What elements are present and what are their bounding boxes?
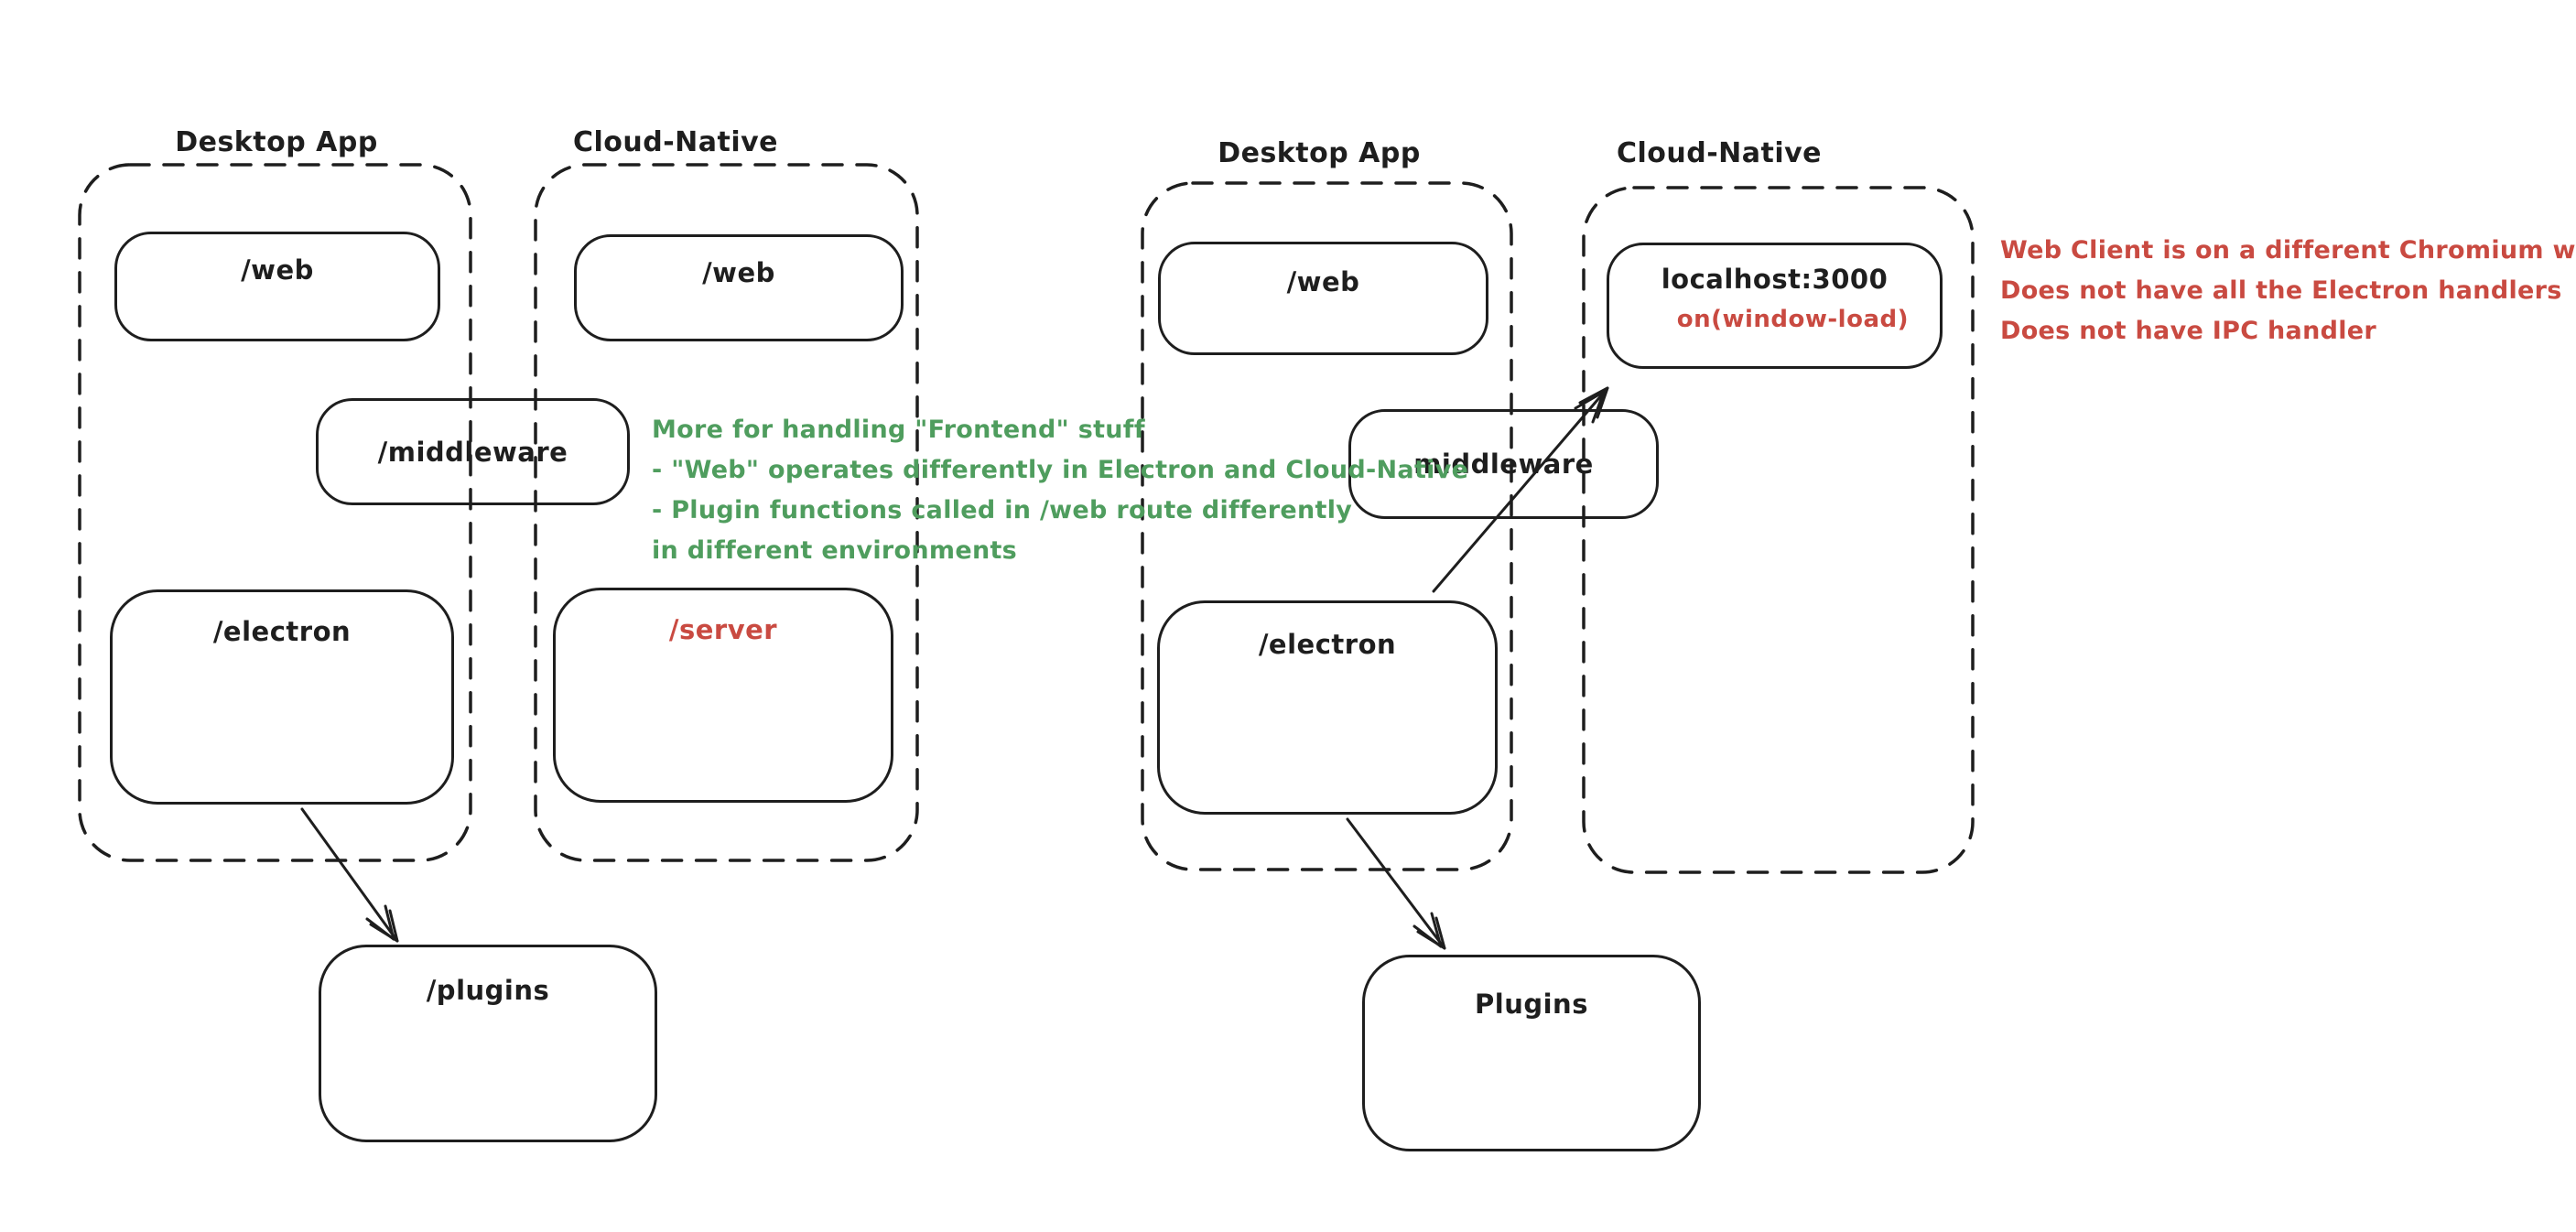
box-web-cloud-left-label: /web <box>702 257 775 288</box>
container-label-desktop-left: Desktop App <box>175 126 378 158</box>
box-web-desktop-right: /web <box>1158 242 1488 355</box>
arrow-electron-to-plugins-right <box>1346 817 1446 950</box>
box-plugins-left: /plugins <box>319 945 657 1142</box>
container-label-cloud-left: Cloud-Native <box>572 126 779 158</box>
box-web-cloud-left: /web <box>574 234 904 341</box>
box-middleware-right-label: middleware <box>1413 448 1594 480</box>
box-server-left-label: /server <box>668 614 778 645</box>
box-middleware-left-label: /middleware <box>377 436 568 468</box>
box-web-desktop-right-label: /web <box>1286 266 1360 297</box>
box-electron-right: /electron <box>1157 600 1498 815</box>
box-web-desktop-left-label: /web <box>241 254 314 286</box>
red-annotation-line: Web Client is on a different Chromium wi… <box>2000 236 2576 265</box>
box-electron-right-label: /electron <box>1258 629 1397 660</box>
box-localhost-3000: localhost:3000 on(window-load) <box>1607 243 1943 369</box>
container-label-desktop-right: Desktop App <box>1218 137 1421 169</box>
green-annotation-line: - Plugin functions called in /web route … <box>652 496 1353 524</box>
red-annotation: Web Client is on a different Chromium wi… <box>2000 231 2576 351</box>
box-plugins-right: Plugins <box>1362 955 1701 1151</box>
box-middleware-right: middleware <box>1348 409 1659 519</box>
box-electron-left: /electron <box>110 589 454 805</box>
green-annotation-line: - "Web" operates differently in Electron… <box>652 456 1469 484</box>
box-middleware-left: /middleware <box>316 398 630 505</box>
on-window-load-note: on(window-load) <box>1676 306 1909 333</box>
box-plugins-left-label: /plugins <box>426 975 550 1006</box>
arrow-electron-to-plugins-left <box>300 807 399 943</box>
green-annotation-line: in different environments <box>652 536 1018 565</box>
green-annotation: More for handling "Frontend" stuff - "We… <box>652 410 1468 571</box>
box-plugins-right-label: Plugins <box>1475 989 1588 1020</box>
green-annotation-line: More for handling "Frontend" stuff <box>652 416 1145 444</box>
red-annotation-line: Does not have IPC handler <box>2000 317 2376 345</box>
box-server-left: /server <box>553 588 893 803</box>
red-annotation-line: Does not have all the Electron handlers <box>2000 276 2562 305</box>
box-localhost-3000-label: localhost:3000 <box>1661 264 1889 295</box>
box-electron-left-label: /electron <box>212 616 352 647</box>
container-label-cloud-right: Cloud-Native <box>1616 137 1823 169</box>
box-web-desktop-left: /web <box>114 232 440 341</box>
